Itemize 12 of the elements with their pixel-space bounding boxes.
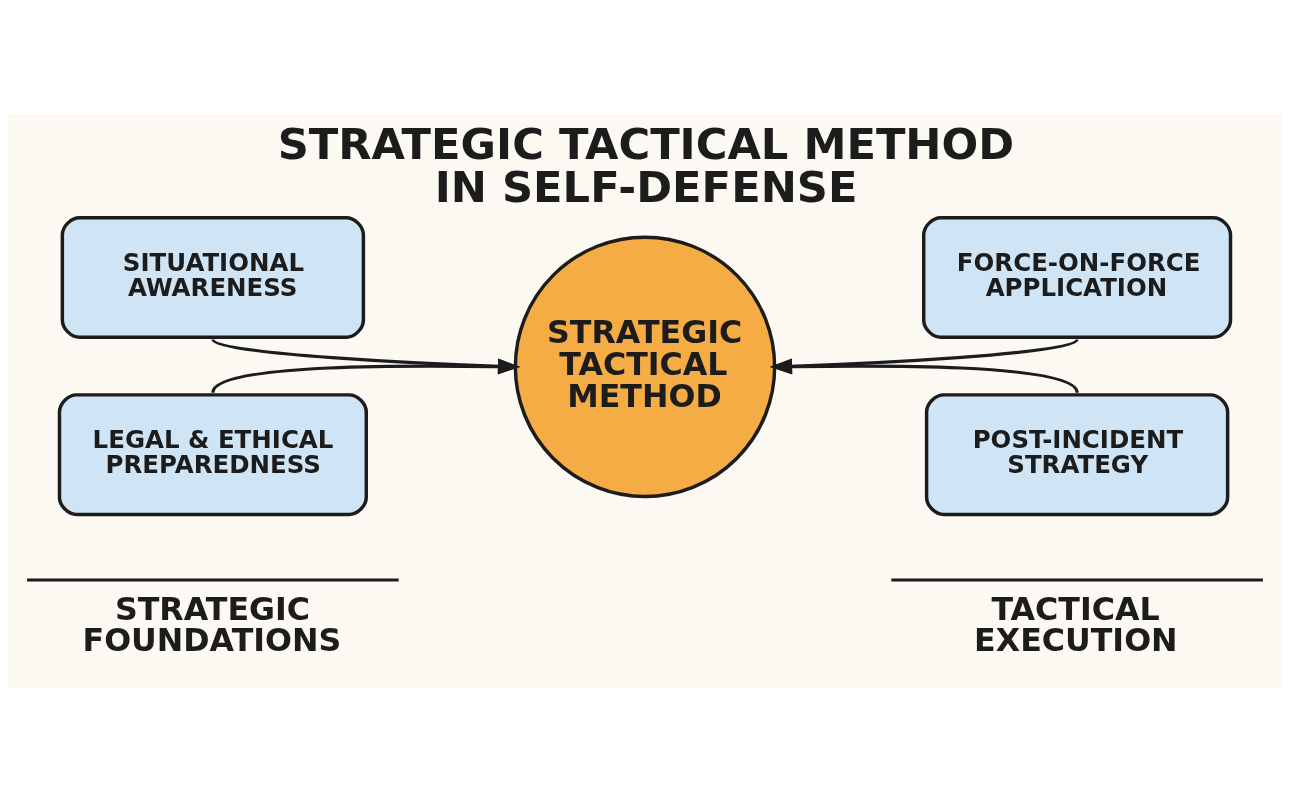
arrow (211, 338, 521, 375)
arrow (769, 338, 1079, 375)
node-box: LEGAL & ETHICAL PREPAREDNESS (57, 393, 368, 517)
node-circle: STRATEGIC TACTICAL METHOD (513, 235, 777, 499)
node-box: POST-INCIDENT STRATEGY (924, 393, 1230, 517)
label: TACTICAL EXECUTION (974, 590, 1178, 659)
arrow (211, 358, 521, 394)
arrow (769, 358, 1079, 394)
node-box: FORCE-ON-FORCE APPLICATION (922, 216, 1233, 339)
label: STRATEGIC FOUNDATIONS (82, 590, 342, 659)
node-box: SITUATIONAL AWARENESS (60, 216, 366, 339)
diagram-title: STRATEGIC TACTICAL METHOD IN SELF-DEFENSE (277, 118, 1015, 212)
